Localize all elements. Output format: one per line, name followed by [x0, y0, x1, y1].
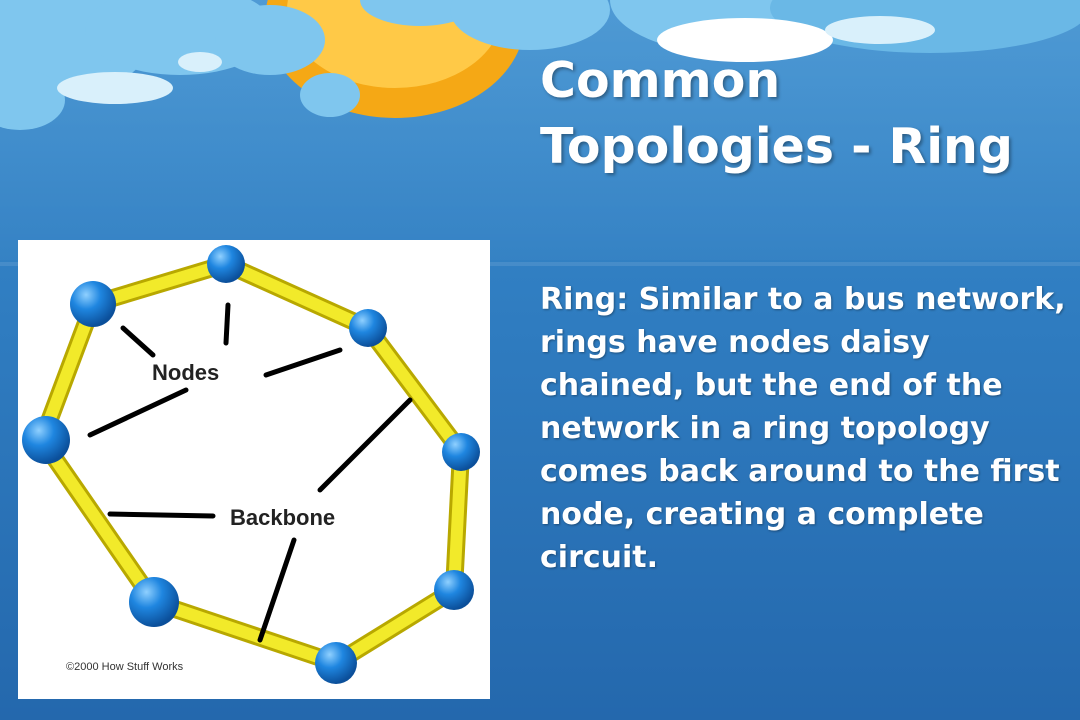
nodes-pointer-line [263, 347, 343, 378]
backbone-pointer-line [317, 397, 413, 493]
backbone-pointer-line [107, 511, 216, 519]
node-icon [442, 433, 480, 471]
node-icon [129, 577, 179, 627]
pointer-lines [87, 302, 413, 643]
cloud-right-icon [610, 0, 1080, 62]
node-icon [70, 281, 116, 327]
ring-backbone-highlight [36, 258, 467, 669]
nodes-pointer-line [120, 325, 156, 358]
slide-title: Common Topologies - Ring [540, 52, 1013, 175]
nodes-label: Nodes [152, 360, 219, 385]
cloud-left-highlight [57, 52, 222, 104]
node-icon [434, 570, 474, 610]
backbone-label: Backbone [230, 505, 335, 530]
backbone-pointer-line [257, 537, 297, 643]
cloud-center-icon [300, 0, 610, 117]
clouds-sun-decoration [0, 0, 1080, 130]
nodes-pointer-line [223, 302, 231, 346]
ring-topology-diagram: Nodes Backbone ©2000 How Stuff Works [18, 240, 490, 699]
nodes-pointer-line [87, 387, 189, 438]
background-divider [0, 262, 1080, 266]
copyright-text: ©2000 How Stuff Works [66, 661, 184, 673]
node-icon [22, 416, 70, 464]
slide-body-text: Ring: Similar to a bus network, rings ha… [540, 282, 1066, 575]
cloud-left-icon [0, 0, 325, 130]
ring-backbone [33, 255, 470, 672]
node-icon [349, 309, 387, 347]
node-icon [315, 642, 357, 684]
node-icon [207, 245, 245, 283]
